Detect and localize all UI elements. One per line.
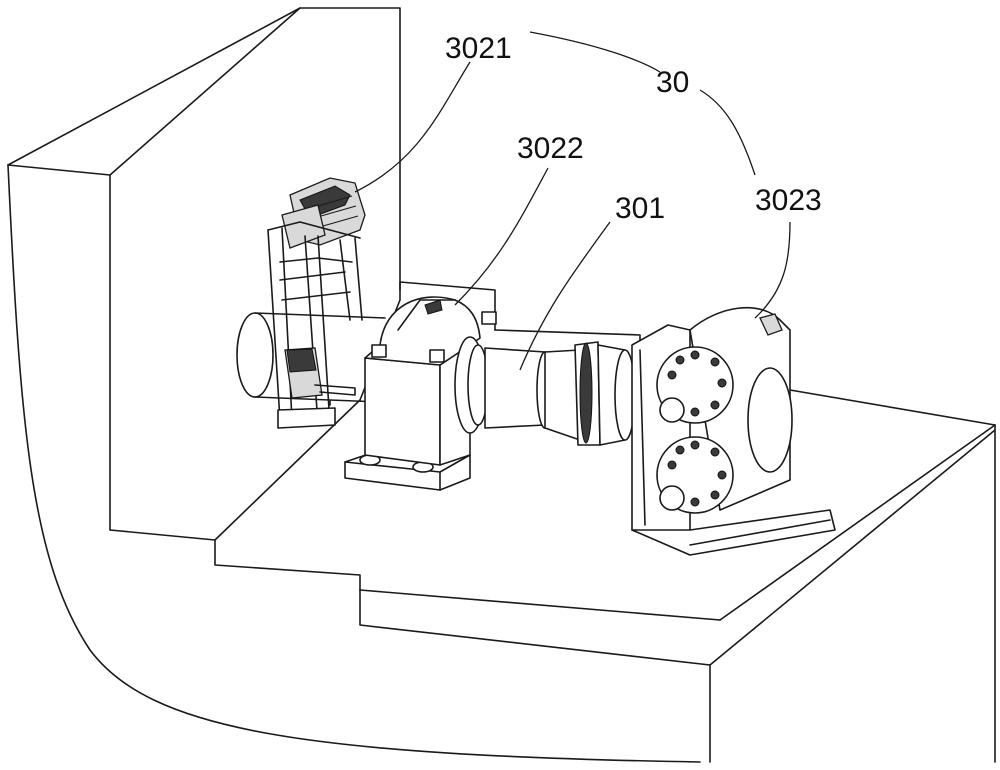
lower-port: [659, 485, 685, 511]
base-bracket: [631, 509, 836, 556]
pump-end-cap: [747, 367, 793, 473]
motor-key: [314, 384, 356, 396]
pump-outlet: [759, 313, 783, 336]
step2-riser: [359, 589, 711, 666]
base-bracket-edge: [689, 519, 831, 546]
frame-left-column: [267, 227, 293, 421]
leader-3021: [354, 61, 471, 193]
gearbox: [281, 204, 326, 249]
leader-lines: [354, 31, 791, 371]
bearing-housing-front: [364, 357, 441, 466]
cap-bolt-2: [429, 349, 445, 363]
leader-301: [519, 221, 611, 371]
label-3023: 3023: [755, 184, 822, 217]
label-3021: 3021: [445, 32, 512, 65]
bearing-cap-ridge: [397, 299, 456, 331]
right-block-top-edge: [709, 429, 996, 666]
bearing-base-edges: [344, 454, 471, 491]
label-3022: 3022: [517, 132, 584, 165]
grease-nipple: [424, 299, 443, 315]
leader-3023: [754, 221, 791, 319]
lower-clamp-shadow: [286, 348, 317, 373]
leader-3022: [454, 167, 549, 306]
bearing-block: [344, 296, 497, 491]
cap-bolt-3: [481, 311, 497, 325]
label-301: 301: [615, 192, 665, 225]
motor-unit: [267, 177, 366, 429]
frame-bracket: [279, 257, 353, 263]
cap-bolt-1: [371, 344, 387, 358]
main-shaft: [484, 341, 636, 446]
leader-30-right: [699, 89, 756, 176]
upper-port: [659, 397, 685, 423]
back-wall-top-edge: [7, 7, 401, 291]
left-shaft-cylinder: [236, 312, 386, 403]
outer-curve: [7, 164, 701, 763]
leader-30-left: [529, 31, 661, 73]
pump-unit: [631, 306, 836, 556]
foundation: [7, 7, 996, 763]
motor-foot: [277, 407, 336, 429]
right-platform-front-edge: [719, 424, 996, 621]
coupling-disk: [579, 342, 593, 444]
back-wall-top-face: [7, 7, 301, 176]
mounting-plate-edge: [639, 349, 646, 526]
shaft-section-2: [544, 349, 581, 441]
frame-cross-members: [267, 221, 361, 301]
step1-riser: [214, 539, 361, 591]
right-platform-back-edge: [789, 389, 996, 426]
label-30: 30: [656, 66, 689, 99]
step2-top-front: [359, 589, 721, 621]
frame-rear-column: [339, 237, 363, 321]
shaft-section-1: [484, 347, 546, 429]
